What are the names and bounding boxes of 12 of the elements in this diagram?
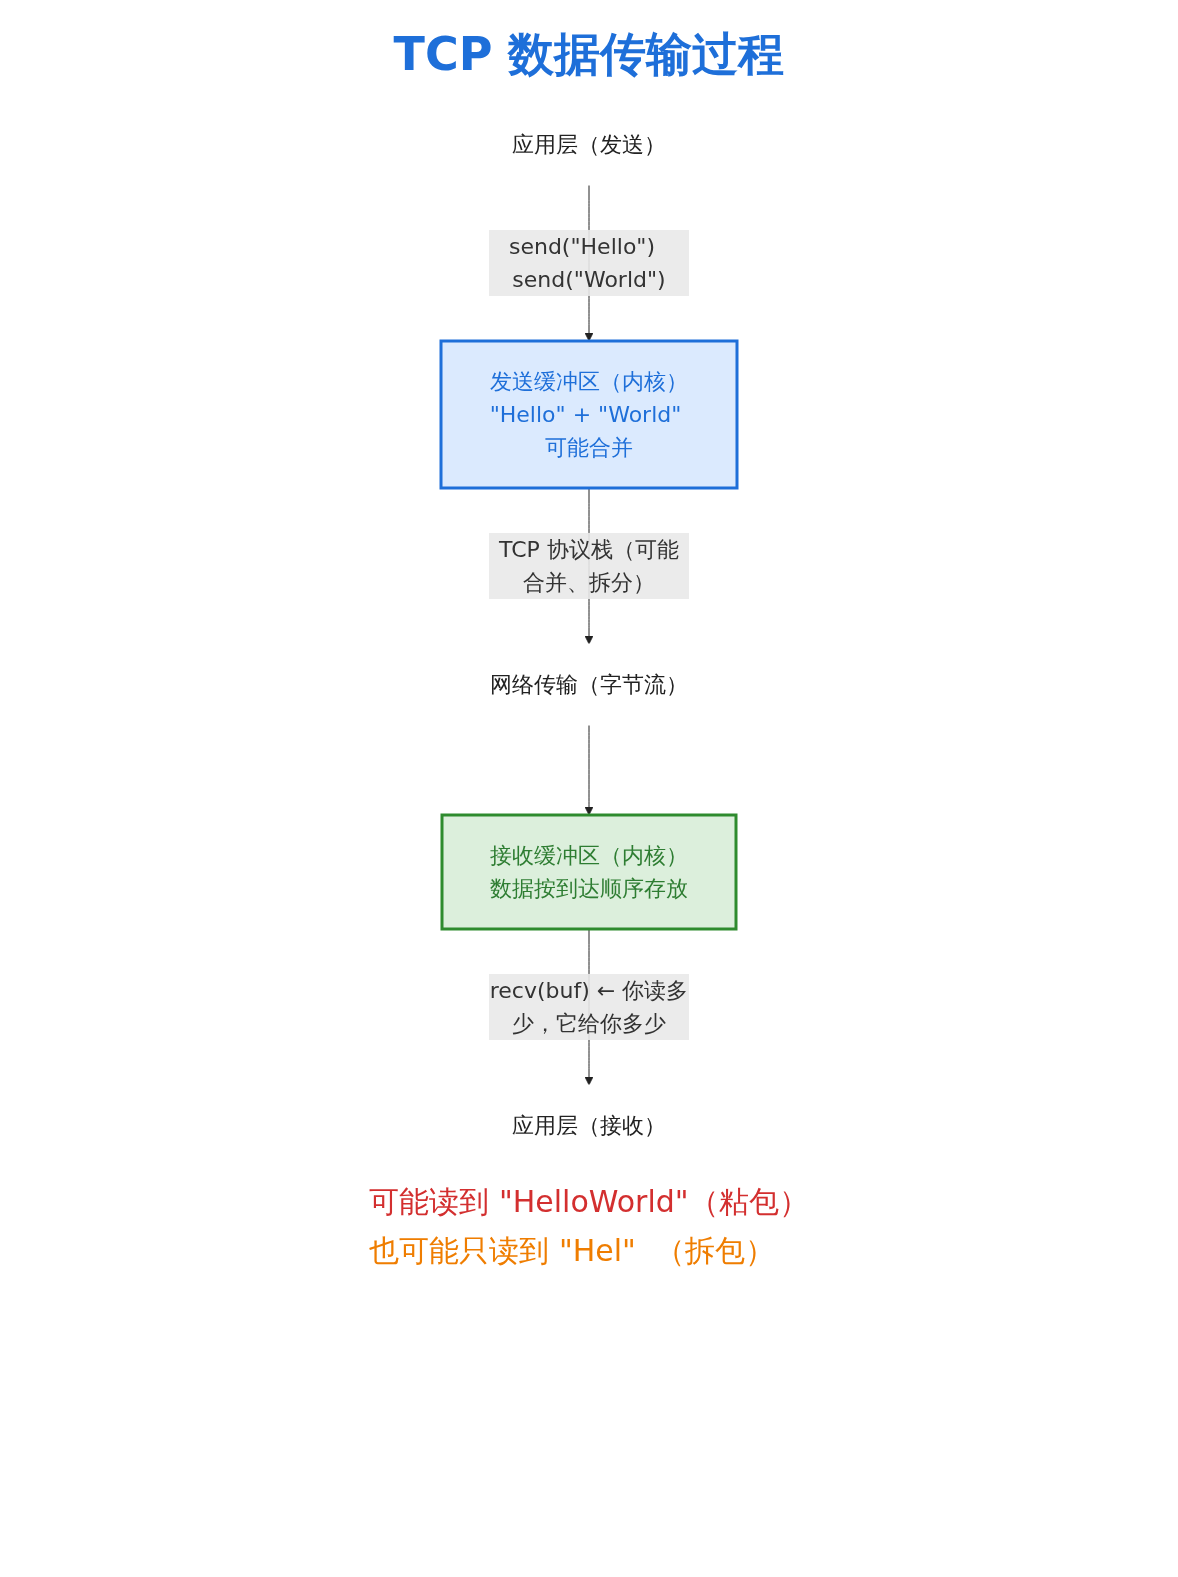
node-text: 应用层（接收）: [512, 1113, 666, 1138]
edge-label: send("Hello") send("World"): [508, 234, 666, 292]
edge-label: TCP 协议栈（可能合并、拆分）: [499, 537, 679, 595]
node-text: 应用层（发送）: [512, 132, 666, 157]
diagram-title: TCP 数据传输过程: [393, 26, 785, 83]
node-box: 接收缓冲区（内核） 数据按到达顺序存放: [440, 813, 738, 931]
note-text: 也可能只读到 "Hel" （拆包）: [369, 1232, 776, 1270]
note-text: 可能读到 "HelloWorld"（粘包）: [369, 1183, 809, 1221]
node-box: 发送缓冲区（内核） "Hello" + "World" 可能合并: [439, 339, 739, 490]
arrow: [584, 724, 594, 816]
edge-label: recv(buf) ← 你读多少，它给你多少: [489, 978, 689, 1036]
node-text: 网络传输（字节流）: [490, 672, 688, 697]
